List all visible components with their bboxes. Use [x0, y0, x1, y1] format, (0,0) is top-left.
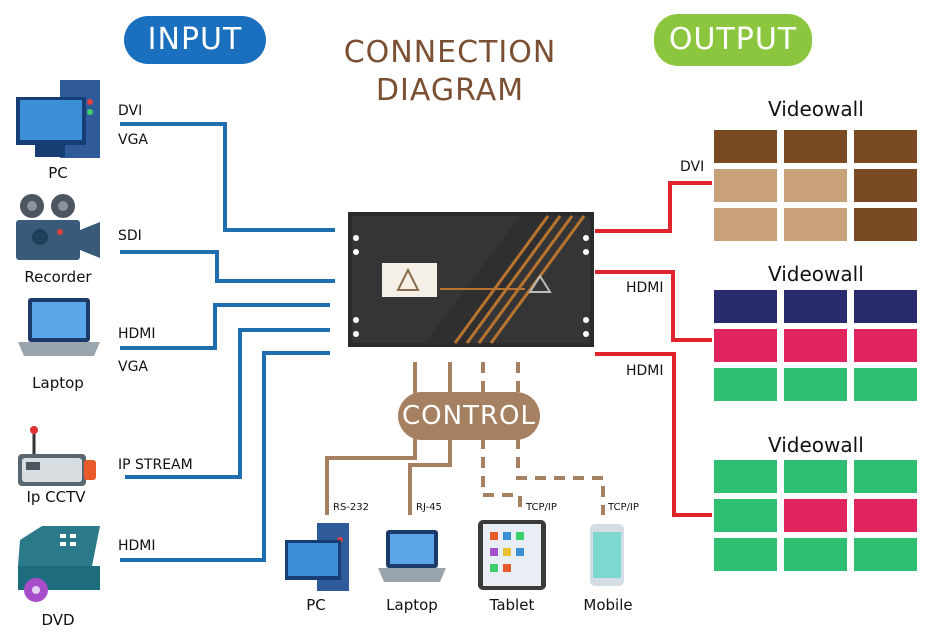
diagram-title-line1: CONNECTION: [343, 35, 557, 70]
control-line-rs232: [325, 362, 417, 515]
diagram-title-line2: DIAGRAM: [375, 73, 525, 108]
videowall-2: [714, 290, 917, 401]
output-line-2: [595, 270, 712, 342]
videowall-3-cell: [784, 538, 847, 571]
control-device-pc: PC: [306, 596, 326, 614]
dvd-player-icon: [18, 526, 100, 602]
videowall-1-cell: [714, 130, 777, 163]
input-line-recorder: [120, 250, 335, 283]
videowall-2-cell: [784, 368, 847, 401]
input-line-pc: [120, 122, 335, 232]
videowall-2-cell: [854, 329, 917, 362]
output-line-3: [595, 352, 712, 517]
control-pill: [398, 392, 540, 440]
videowall-3-cell: [854, 460, 917, 493]
input-device-cctv: Ip CCTV: [26, 488, 86, 506]
videowall-2-cell: [714, 368, 777, 401]
input-device-laptop: Laptop: [32, 374, 84, 392]
input-device-pc: PC: [48, 164, 68, 182]
videowall-3-cell: [854, 499, 917, 532]
router-icon: [18, 426, 96, 486]
signal-label-laptop-vga: VGA: [118, 359, 149, 375]
output-signal-2: HDMI: [626, 280, 664, 296]
signal-label-cctv-ipstream: IP STREAM: [118, 457, 193, 473]
output-line-1: [595, 181, 712, 233]
videowall-2-cell: [784, 329, 847, 362]
signal-label-dvd-hdmi: HDMI: [118, 538, 156, 554]
input-pill: INPUT: [124, 16, 266, 64]
videowall-1-cell: [714, 169, 777, 202]
output-signal-3: HDMI: [626, 363, 664, 379]
videowall-1: [714, 130, 917, 241]
output-lines: [595, 181, 712, 517]
videowall-3-cell: [714, 538, 777, 571]
protocol-label-rj45: RJ-45: [416, 502, 442, 513]
videowall-title-1: Videowall: [768, 97, 864, 121]
signal-label-pc-vga: VGA: [118, 132, 149, 148]
videowall-1-cell: [784, 130, 847, 163]
desktop-pc-icon: [285, 523, 349, 591]
protocol-label-tcpip-tablet: TCP/IP: [526, 502, 557, 513]
signal-label-recorder-sdi: SDI: [118, 228, 142, 244]
control-device-laptop: Laptop: [386, 596, 438, 614]
videowall-2-cell: [854, 368, 917, 401]
output-pill: OUTPUT: [654, 14, 812, 66]
signal-label-pc-dvi: DVI: [118, 103, 143, 119]
protocol-label-rs232: RS-232: [333, 502, 369, 513]
videowall-3-cell: [784, 460, 847, 493]
videowall-3-cell: [714, 499, 777, 532]
videowall-1-cell: [854, 169, 917, 202]
laptop-icon: [378, 530, 446, 582]
videowall-1-cell: [854, 130, 917, 163]
desktop-pc-icon: [16, 80, 100, 158]
videowall-1-cell: [784, 208, 847, 241]
videowall-2-cell: [714, 290, 777, 323]
control-device-mobile: Mobile: [583, 596, 633, 614]
videowall-title-2: Videowall: [768, 262, 864, 286]
tablet-icon: [478, 520, 546, 590]
videowall-1-cell: [714, 208, 777, 241]
videowall-3-cell: [854, 538, 917, 571]
input-lines: [120, 122, 335, 562]
protocol-label-tcpip-mobile: TCP/IP: [608, 502, 639, 513]
input-line-laptop: [120, 303, 330, 350]
videowall-3-cell: [714, 460, 777, 493]
video-camera-icon: [16, 194, 100, 260]
videowall-3: [714, 460, 917, 571]
output-signal-1: DVI: [680, 159, 705, 175]
videowall-1-cell: [784, 169, 847, 202]
input-line-cctv: [125, 328, 330, 479]
control-device-tablet: Tablet: [489, 596, 535, 614]
signal-label-laptop-hdmi: HDMI: [118, 326, 156, 342]
videowall-3-cell: [784, 499, 847, 532]
videowall-title-3: Videowall: [768, 433, 864, 457]
control-line-tcpip-2: [516, 362, 605, 515]
input-line-dvd: [120, 351, 330, 562]
mobile-phone-icon: [590, 524, 624, 586]
videowall-2-cell: [854, 290, 917, 323]
videowall-2-cell: [784, 290, 847, 323]
video-wall-controller: [348, 212, 594, 347]
input-device-dvd: DVD: [41, 611, 75, 629]
videowall-1-cell: [854, 208, 917, 241]
input-device-recorder: Recorder: [24, 268, 92, 286]
videowall-2-cell: [714, 329, 777, 362]
laptop-icon: [18, 298, 100, 356]
control-label: CONTROL: [402, 401, 536, 431]
